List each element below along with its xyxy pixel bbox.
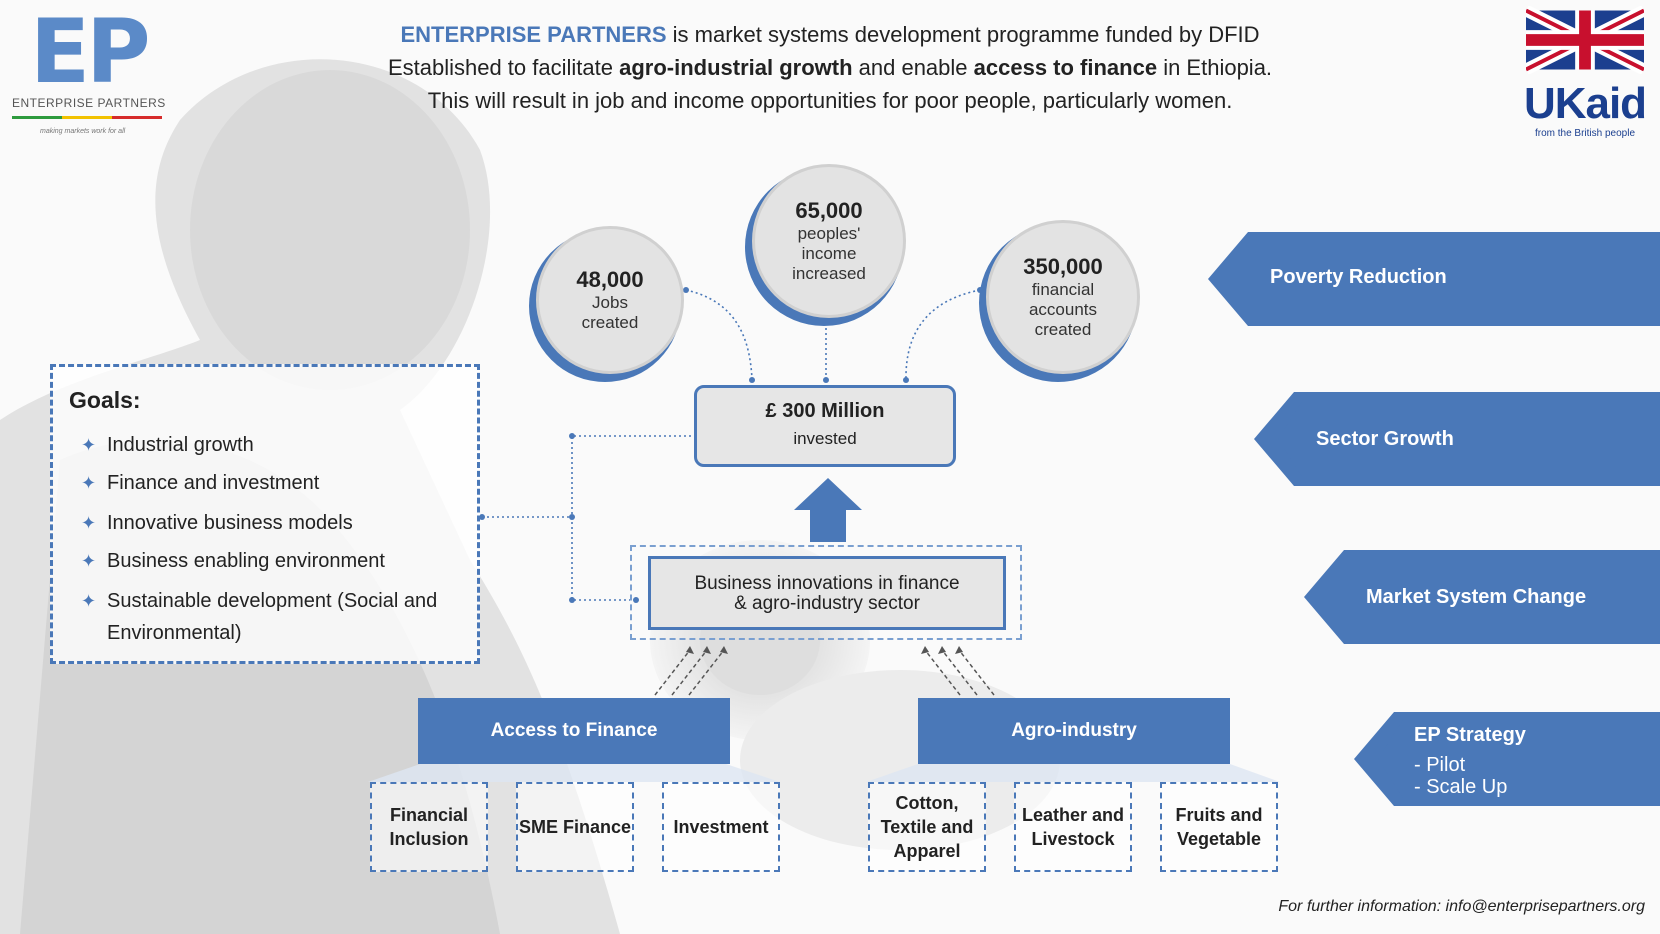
enterprise-partners-logo: EP ENTERPRISE PARTNERS making markets wo… [8, 4, 168, 144]
stat-accounts-number: 350,000 [1023, 254, 1103, 279]
star-icon: ✦ [81, 551, 97, 571]
ep-strategy-item: - Scale Up [1414, 776, 1508, 798]
investment-amount: £ 300 Million [765, 400, 885, 422]
star-icon: ✦ [81, 513, 97, 533]
finance-item: Financial Inclusion [370, 782, 488, 872]
header-brand: ENTERPRISE PARTNERS [400, 22, 667, 47]
star-icon: ✦ [81, 473, 97, 493]
chevron-market-system-change: Market System Change [1366, 586, 1587, 608]
investment-label: invested [793, 429, 857, 448]
stat-income-number: 65,000 [795, 198, 863, 223]
goal-item: ✦Innovative business models [81, 507, 467, 539]
ep-logo-color-bar [12, 116, 162, 119]
header-line-1: ENTERPRISE PARTNERS is market systems de… [400, 22, 1260, 47]
union-flag-icon [1526, 6, 1644, 74]
goal-item: ✦Industrial growth [81, 429, 467, 461]
agro-item: Cotton, Textile and Apparel [868, 782, 986, 872]
ep-logo-letters: EP [30, 0, 151, 103]
chevron-poverty-reduction: Poverty Reduction [1270, 266, 1447, 288]
stat-circle-jobs: 48,000 Jobs created [536, 226, 684, 374]
section-agro-industry: Agro-industry [918, 698, 1230, 764]
finance-item: SME Finance [516, 782, 634, 872]
goal-item: ✦Finance and investment [81, 467, 467, 499]
goal-item: ✦Business enabling environment [81, 545, 467, 577]
star-icon: ✦ [81, 591, 97, 611]
chevron-sector-growth: Sector Growth [1316, 428, 1454, 450]
goal-item: ✦Sustainable development (Social and Env… [81, 585, 467, 649]
goals-title: Goals: [69, 387, 141, 413]
goals-panel: Goals: ✦Industrial growth ✦Finance and i… [50, 364, 480, 664]
header-line-3: This will result in job and income oppor… [427, 88, 1233, 113]
stat-jobs-number: 48,000 [576, 267, 644, 292]
innovation-box: Business innovations in finance & agro-i… [648, 556, 1006, 630]
chevron-ep-strategy-title: EP Strategy [1414, 724, 1526, 746]
agro-item: Leather and Livestock [1014, 782, 1132, 872]
footer-contact: For further information: info@enterprise… [1278, 898, 1645, 915]
header-line-2: Established to facilitate agro-industria… [387, 55, 1273, 80]
ukaid-logo: UKaid from the British people [1520, 6, 1650, 140]
ukaid-wordmark: UKaid [1523, 79, 1647, 128]
star-icon: ✦ [81, 435, 97, 455]
investment-box: £ 300 Million invested [694, 385, 956, 467]
stat-circle-income: 65,000 peoples' income increased [752, 164, 906, 318]
finance-item: Investment [662, 782, 780, 872]
ep-logo-tagline: making markets work for all [40, 128, 126, 135]
agro-item: Fruits and Vegetable [1160, 782, 1278, 872]
ep-logo-name: ENTERPRISE PARTNERS [12, 96, 166, 110]
ep-strategy-item: - Pilot [1414, 754, 1466, 776]
section-access-to-finance: Access to Finance [418, 698, 730, 764]
innovation-outline [630, 545, 1022, 640]
ukaid-tagline: from the British people [1534, 128, 1636, 139]
header-intro: ENTERPRISE PARTNERS is market systems de… [300, 18, 1360, 117]
stat-circle-accounts: 350,000 financial accounts created [986, 220, 1140, 374]
